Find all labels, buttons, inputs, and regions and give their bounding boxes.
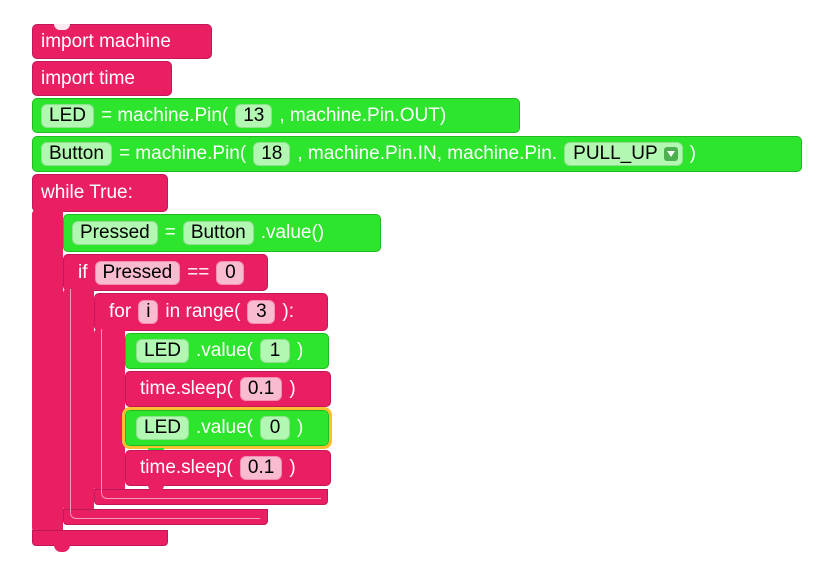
import-time-label: import time: [41, 67, 135, 89]
while-loop-footer: [32, 530, 168, 546]
led-off-object-field[interactable]: LED: [136, 416, 189, 440]
for-close-label: ):: [282, 301, 295, 322]
button-assign-eq-label: = machine.Pin(: [118, 143, 247, 164]
import-machine-block[interactable]: import machine: [32, 24, 212, 59]
if-compare-value-field[interactable]: 0: [216, 260, 245, 285]
sleep-1-fn-label: time.sleep(: [140, 378, 233, 399]
while-loop-label: while True:: [41, 182, 133, 203]
pull-mode-dropdown[interactable]: PULL_UP: [564, 142, 683, 166]
button-variable-field[interactable]: Button: [41, 142, 112, 166]
sleep-block-2[interactable]: time.sleep( 0.1 ): [125, 450, 331, 486]
for-keyword: for: [109, 301, 132, 322]
while-loop-body-bar: [32, 210, 63, 532]
led-on-block[interactable]: LED .value( 1 ): [125, 333, 329, 369]
sleep-1-close-label: ): [289, 378, 296, 399]
for-body-bar: [94, 329, 125, 491]
if-body-bar: [63, 289, 94, 511]
led-on-object-field[interactable]: LED: [136, 339, 189, 363]
button-object-field[interactable]: Button: [182, 221, 254, 245]
for-loop-block[interactable]: for i in range( 3 ):: [94, 293, 328, 331]
sleep-block-1[interactable]: time.sleep( 0.1 ): [125, 371, 331, 407]
if-footer: [63, 509, 268, 525]
led-assign-block[interactable]: LED = machine.Pin( 13 , machine.Pin.OUT): [32, 98, 520, 133]
button-pin-number-field[interactable]: 18: [253, 142, 291, 166]
led-pin-number-field[interactable]: 13: [235, 103, 273, 128]
led-off-block-selected[interactable]: LED .value( 0 ): [122, 407, 332, 449]
sleep-2-value-field[interactable]: 0.1: [239, 456, 283, 480]
while-loop-block[interactable]: while True:: [32, 174, 168, 212]
led-off-method-label: .value(: [195, 417, 253, 438]
dropdown-arrow-icon: [663, 147, 678, 161]
if-pressed-variable-field[interactable]: Pressed: [94, 260, 181, 285]
if-operator-label: ==: [187, 261, 210, 283]
for-footer: [94, 489, 328, 505]
import-time-block[interactable]: import time: [32, 61, 172, 96]
for-range-label: in range(: [165, 301, 241, 322]
for-range-count-field[interactable]: 3: [247, 300, 276, 324]
import-machine-label: import machine: [41, 30, 171, 52]
for-index-variable-field[interactable]: i: [138, 300, 159, 324]
if-block[interactable]: if Pressed == 0: [63, 254, 268, 291]
button-pin-mode-label: , machine.Pin.IN, machine.Pin.: [297, 143, 558, 164]
value-method-label: .value(): [260, 222, 325, 243]
led-off-close-label: ): [297, 417, 304, 438]
pressed-variable-field[interactable]: Pressed: [72, 221, 158, 245]
led-variable-field[interactable]: LED: [41, 103, 94, 128]
while-bottom-tab: [54, 545, 70, 552]
block-notch: [54, 24, 70, 30]
button-assign-close-label: ): [689, 143, 696, 164]
sleep-1-value-field[interactable]: 0.1: [239, 377, 283, 401]
led-off-value-field[interactable]: 0: [260, 416, 290, 440]
sleep-2-bottom-tab: [148, 485, 164, 492]
pressed-assign-block[interactable]: Pressed = Button .value(): [63, 214, 381, 252]
button-assign-block[interactable]: Button = machine.Pin( 18 , machine.Pin.I…: [32, 136, 802, 172]
pressed-assign-eq-label: =: [164, 222, 176, 243]
led-on-value-field[interactable]: 1: [260, 339, 290, 363]
led-on-close-label: ): [297, 340, 304, 361]
led-pin-mode-label: , machine.Pin.OUT): [279, 104, 447, 126]
sleep-2-close-label: ): [289, 457, 296, 478]
if-keyword: if: [78, 261, 88, 283]
pull-mode-value: PULL_UP: [573, 143, 658, 164]
led-assign-eq-label: = machine.Pin(: [100, 104, 229, 126]
sleep-2-fn-label: time.sleep(: [140, 457, 233, 478]
led-on-method-label: .value(: [195, 340, 253, 361]
